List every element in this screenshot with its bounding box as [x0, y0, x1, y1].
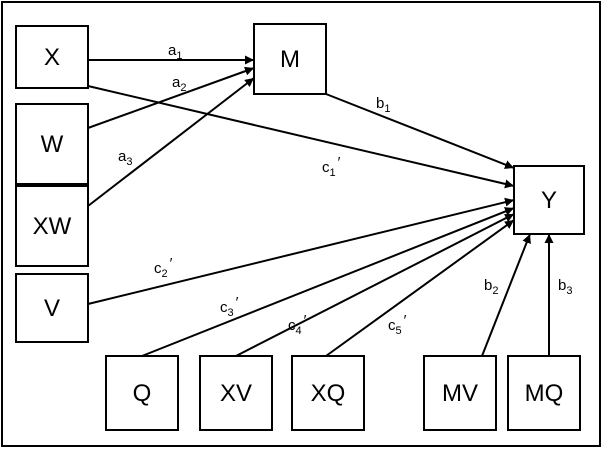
node-x: X [15, 25, 89, 89]
node-xw: XW [15, 185, 89, 267]
edge-label-c4: c4′ [288, 312, 307, 337]
node-box-w [15, 103, 89, 185]
edges-layer [87, 55, 554, 357]
edge-c2-v-to-y [87, 197, 515, 305]
node-label-xv: XV [220, 380, 252, 407]
edge-label-a1: a1 [168, 42, 182, 62]
edge-label-a2: a2 [172, 74, 186, 94]
edge-b1-m-to-y [325, 93, 515, 169]
node-box-mq [507, 355, 581, 431]
edge-label-b2: b2 [484, 277, 498, 297]
node-box-v [15, 273, 89, 343]
node-label-mv: MV [442, 380, 478, 407]
node-box-xw [15, 185, 89, 267]
node-y: Y [513, 165, 585, 235]
edge-c3-q-to-y [141, 207, 515, 357]
edge-label-c3: c3′ [220, 294, 239, 319]
node-q: Q [105, 355, 179, 431]
edge-labels-layer: a1 a2 a3 b1 c1′ c2′ c3′ c4′ c5′ b2 b3 [118, 42, 572, 337]
node-label-w: W [41, 131, 64, 158]
node-mv: MV [423, 355, 497, 431]
edge-label-c2: c2′ [154, 255, 173, 280]
node-label-mq: MQ [525, 380, 564, 407]
node-label-xw: XW [33, 213, 72, 240]
edge-label-b3: b3 [558, 277, 572, 297]
node-box-q [105, 355, 179, 431]
edge-label-c1: c1′ [322, 154, 341, 179]
edge-label-c5: c5′ [388, 312, 407, 337]
edge-a2-w-to-m [87, 66, 255, 129]
node-box-x [15, 25, 89, 89]
node-box-y [513, 165, 585, 235]
edge-label-b1: b1 [376, 95, 390, 115]
node-m: M [253, 23, 327, 95]
node-box-m [253, 23, 327, 95]
edge-label-a3: a3 [118, 148, 132, 168]
edge-b2-mv-to-y [481, 233, 531, 357]
node-mq: MQ [507, 355, 581, 431]
edge-c5-xq-to-y [325, 219, 515, 357]
node-label-q: Q [133, 380, 152, 407]
node-label-v: V [44, 295, 60, 322]
node-label-m: M [280, 46, 300, 73]
node-label-y: Y [541, 187, 557, 214]
node-xq: XQ [291, 355, 365, 431]
node-box-xv [199, 355, 273, 431]
node-box-xq [291, 355, 365, 431]
edge-c4-xv-to-y [235, 213, 515, 357]
node-v: V [15, 273, 89, 343]
node-label-x: X [44, 44, 60, 71]
node-xv: XV [199, 355, 273, 431]
node-w: W [15, 103, 89, 185]
node-box-mv [423, 355, 497, 431]
node-label-xq: XQ [311, 380, 346, 407]
edge-c1-x-to-y [87, 85, 515, 189]
edge-a3-xw-to-m [87, 77, 255, 207]
